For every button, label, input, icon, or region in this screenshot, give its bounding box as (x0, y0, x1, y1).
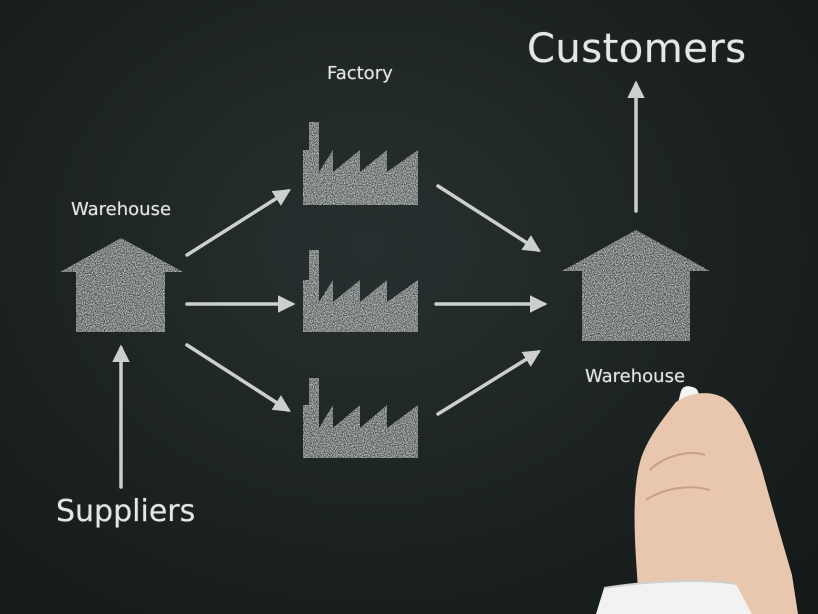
arrow-warehouse-to-factory-top (185, 189, 291, 257)
warehouse-icon-right (562, 230, 710, 341)
label-customers: Customers (527, 26, 747, 72)
factory-icon-bottom (303, 378, 418, 458)
label-suppliers: Suppliers (56, 494, 196, 529)
label-warehouse-right: Warehouse (585, 366, 686, 387)
factory-icon-middle (303, 250, 418, 332)
hand-with-chalk (596, 386, 798, 614)
arrow-warehouse-to-factory-bottom (185, 343, 291, 412)
factory-icon-top (303, 122, 418, 205)
label-factory: Factory (327, 63, 393, 84)
arrow-factory-top-to-warehouse (436, 184, 541, 252)
label-warehouse-left: Warehouse (71, 199, 172, 220)
warehouse-icon-left (60, 238, 183, 332)
arrow-factory-bottom-to-warehouse (436, 350, 541, 416)
